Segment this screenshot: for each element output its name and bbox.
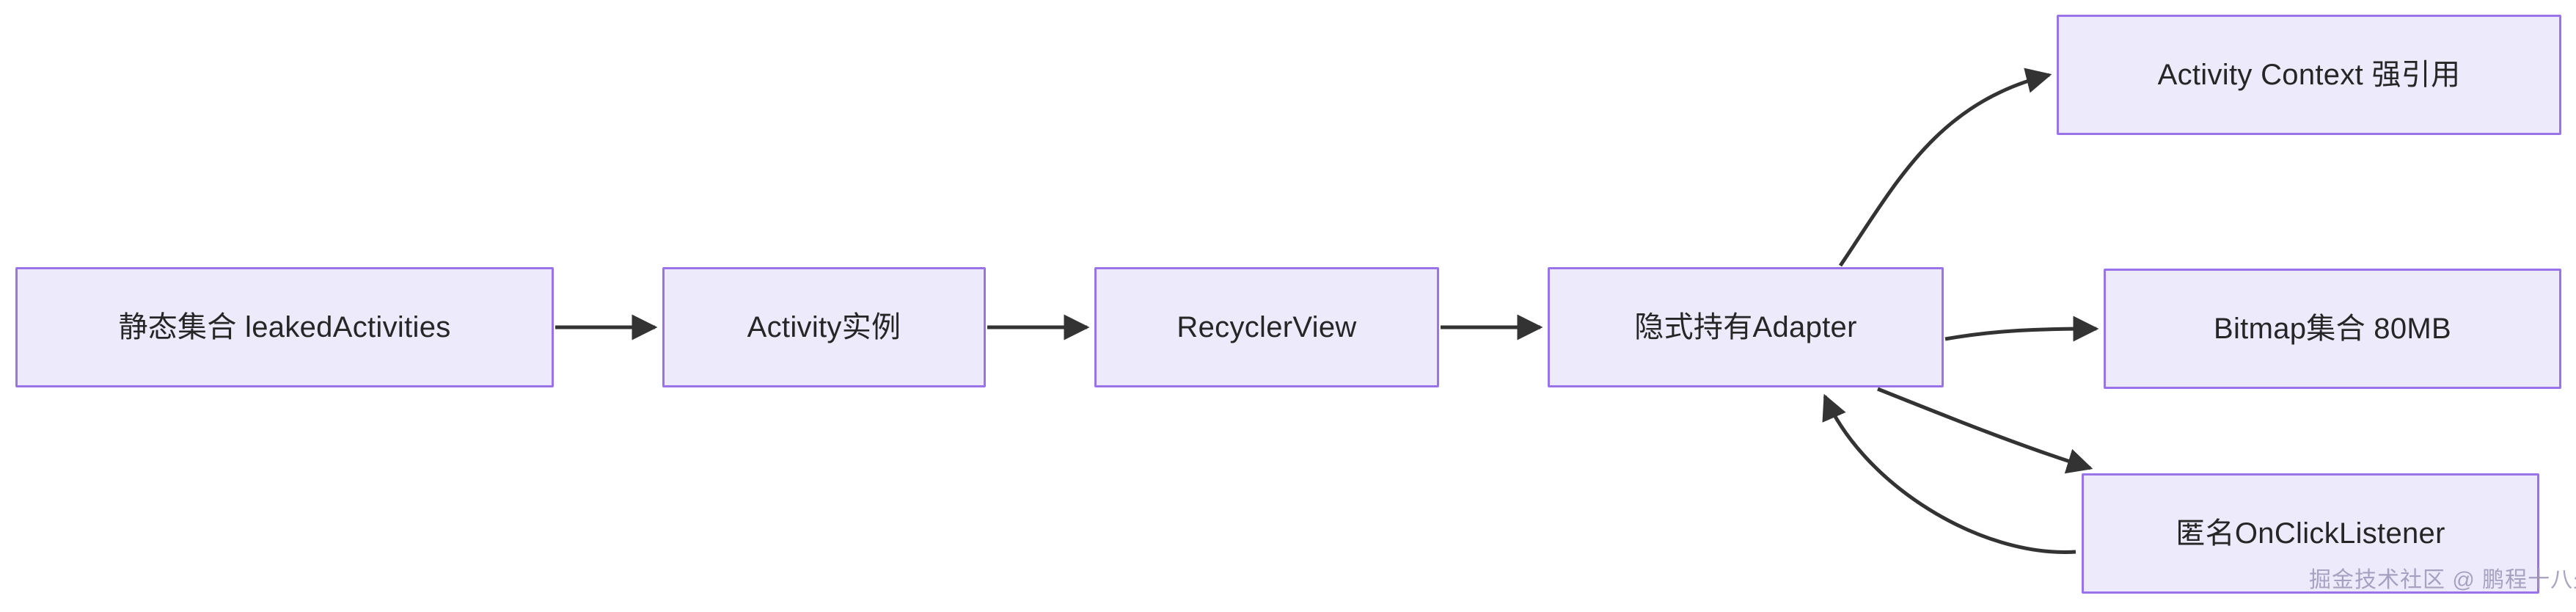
node-activity-instance[interactable]: Activity实例 (662, 267, 986, 387)
watermark: 掘金技术社区 @ 鹏程十八少 (2309, 568, 2576, 592)
node-activity-instance-label: Activity实例 (747, 311, 901, 343)
node-onclicklistener[interactable]: 匿名OnClickListener (2082, 473, 2539, 594)
node-adapter[interactable]: 隐式持有Adapter (1548, 267, 1944, 387)
node-onclicklistener-label: 匿名OnClickListener (2176, 517, 2445, 550)
node-recyclerview[interactable]: RecyclerView (1094, 267, 1439, 387)
node-recyclerview-label: RecyclerView (1177, 311, 1357, 343)
node-static-set-label: 静态集合 leakedActivities (118, 311, 451, 343)
node-bitmap-set[interactable]: Bitmap集合 80MB (2104, 269, 2561, 389)
node-adapter-label: 隐式持有Adapter (1634, 311, 1857, 343)
node-bitmap-set-label: Bitmap集合 80MB (2214, 313, 2451, 345)
edge-adapter-to-activity-context (1838, 68, 2052, 267)
edge-adapter-to-onclicklistener (1877, 387, 2093, 474)
node-static-set[interactable]: 静态集合 leakedActivities (15, 267, 554, 387)
edge-onclicklistener-to-adapter (1822, 393, 2076, 554)
node-activity-context[interactable]: Activity Context 强引用 (2057, 15, 2561, 135)
node-activity-context-label: Activity Context 强引用 (2157, 59, 2461, 91)
edge-adapter-to-bitmap-set (1944, 316, 2099, 342)
